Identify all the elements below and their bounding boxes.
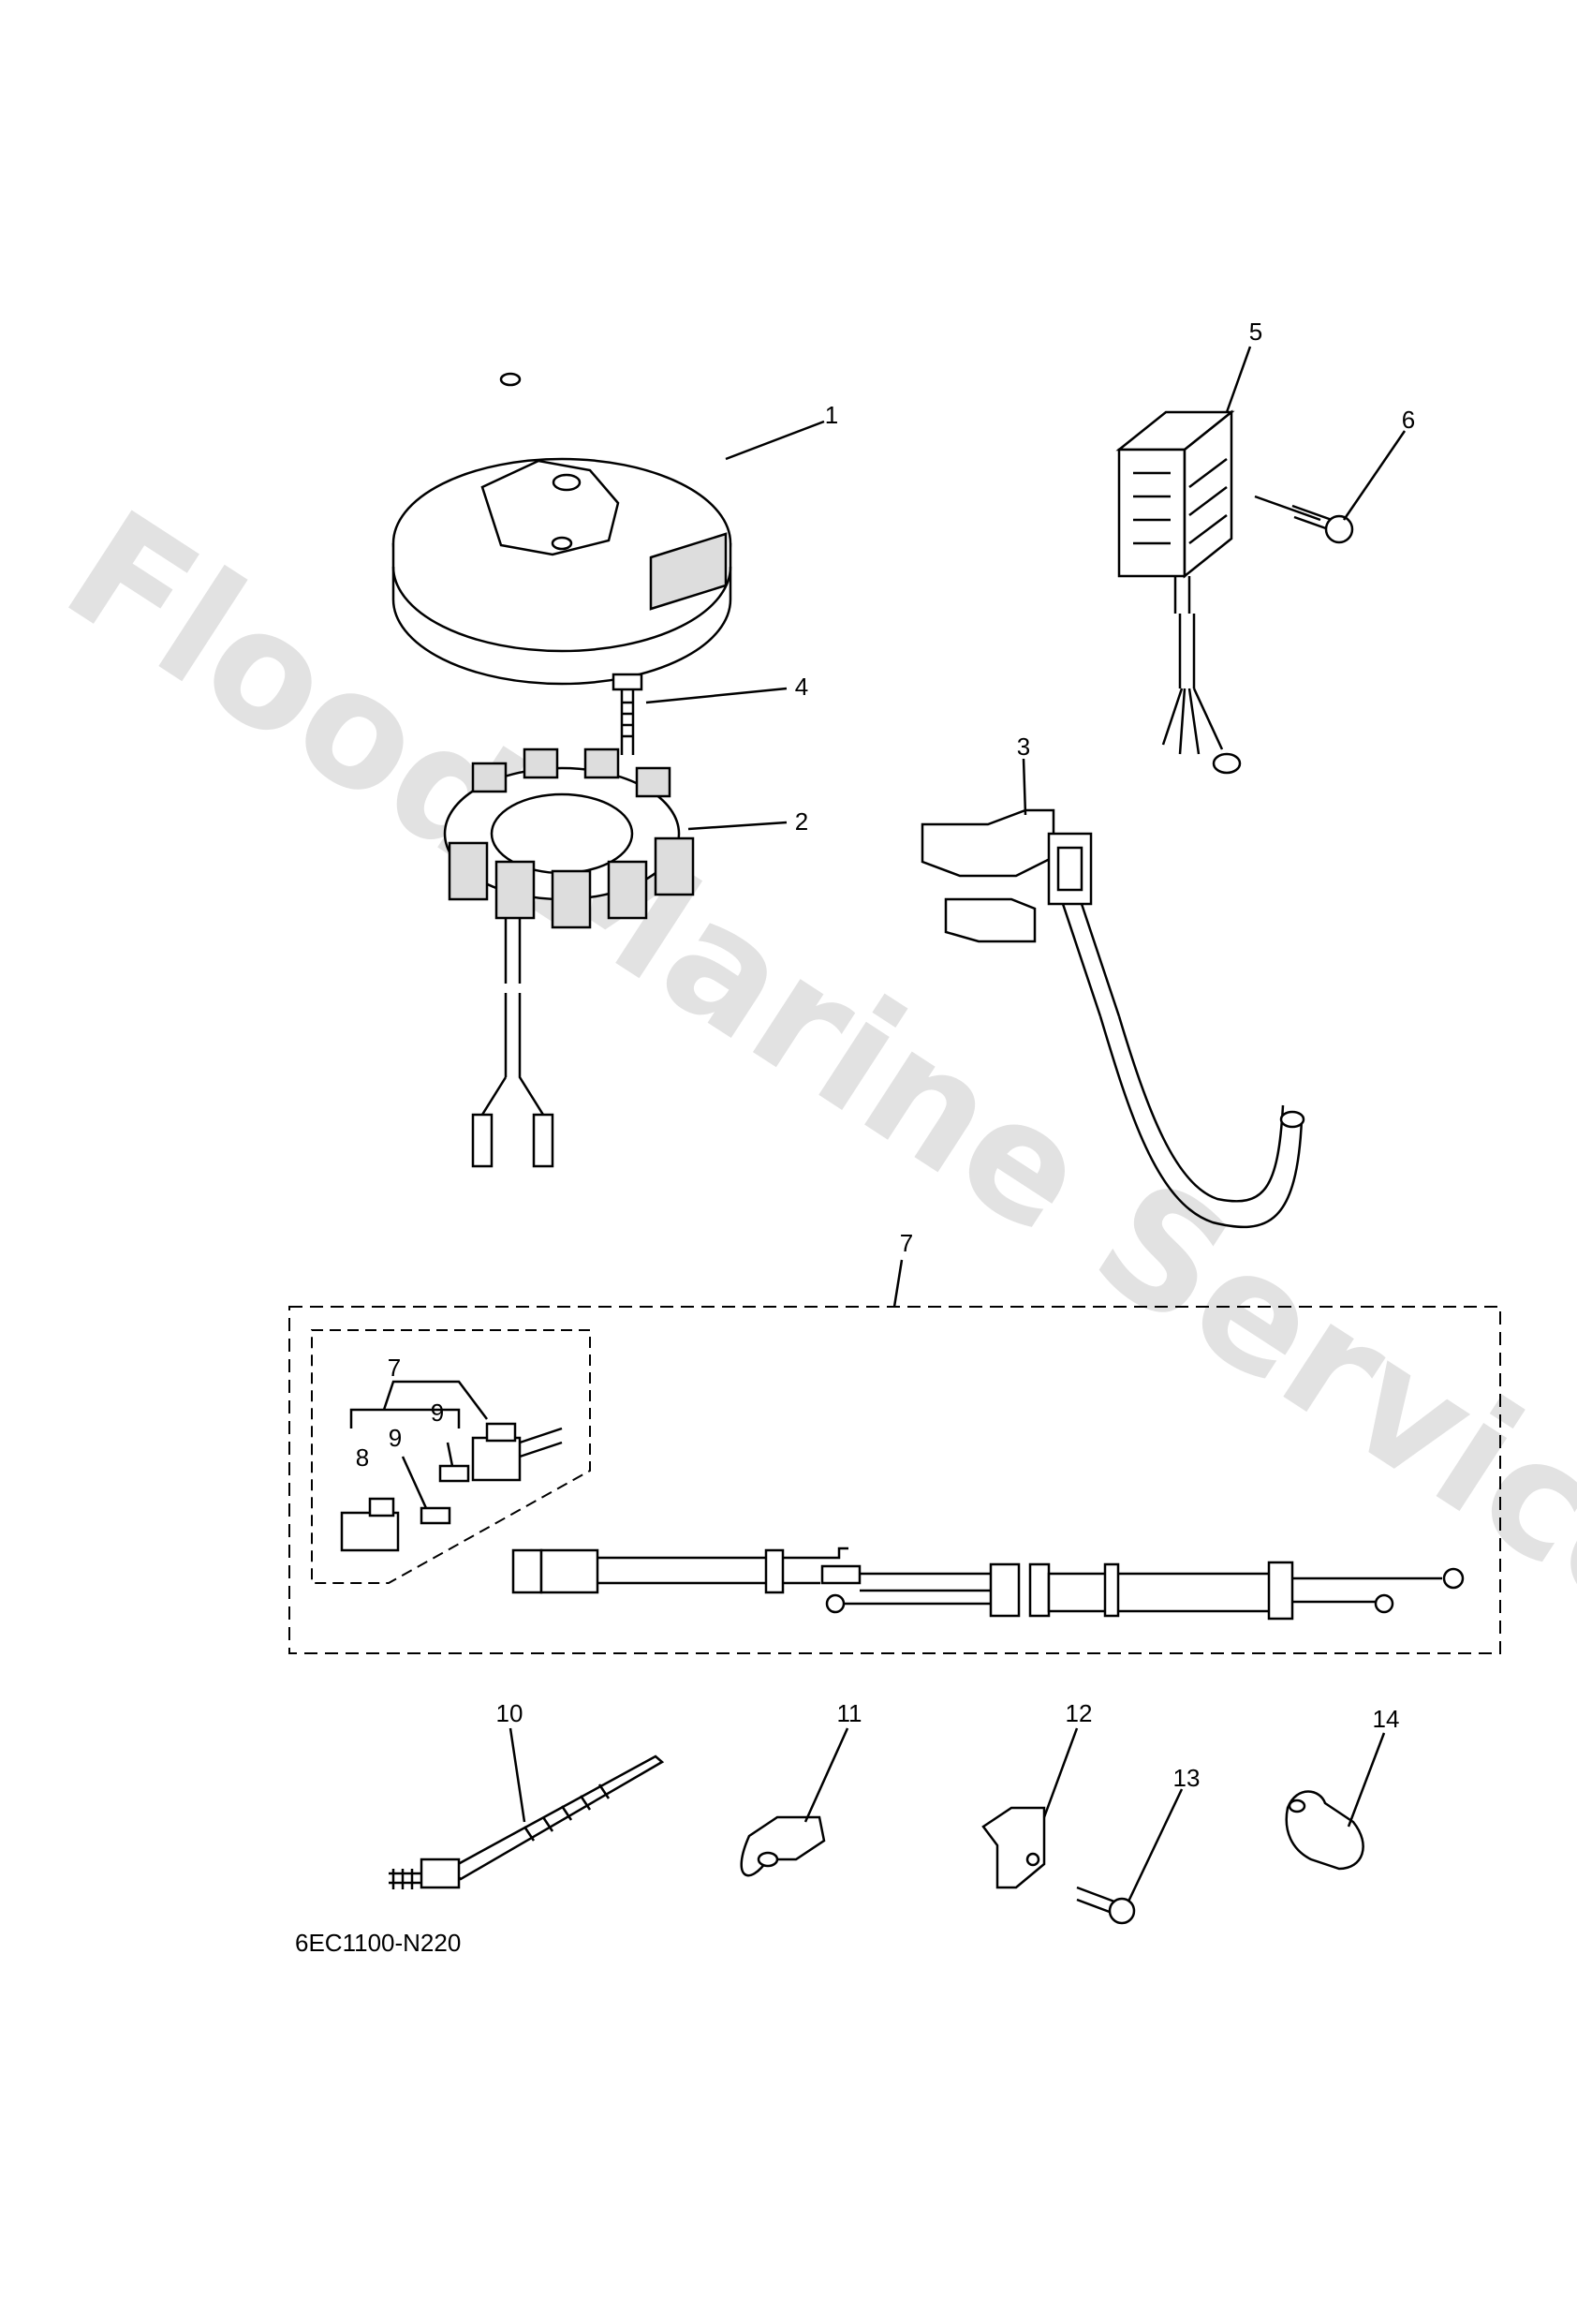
callout-11: 11 xyxy=(837,1699,862,1727)
part-3-pulser-coil[interactable] xyxy=(921,758,1305,1229)
part-14-clip[interactable] xyxy=(1285,1732,1386,1871)
callout-5: 5 xyxy=(1249,318,1262,346)
part-10-cable-tie[interactable] xyxy=(389,1727,665,1889)
part-11-clamp[interactable] xyxy=(740,1727,849,1877)
part-9-terminal[interactable] xyxy=(401,1442,470,1525)
diagram-code: 6EC1100-N220 xyxy=(295,1929,461,1957)
callout-1: 1 xyxy=(825,401,838,429)
part-13-bolt[interactable] xyxy=(1076,1788,1184,1925)
part-5-rectifier-regulator[interactable] xyxy=(1115,346,1252,775)
callout-7-inner: 7 xyxy=(388,1354,401,1382)
part-4-screw[interactable] xyxy=(612,673,788,755)
callout-14: 14 xyxy=(1373,1705,1400,1733)
part-7-wire-harness-group xyxy=(288,1306,1501,1654)
part-1-flywheel-rotor[interactable] xyxy=(391,372,825,686)
watermark: Flood Marine Services xyxy=(36,476,1577,1712)
callout-10: 10 xyxy=(496,1699,523,1727)
callout-9b: 9 xyxy=(431,1399,444,1427)
part-8-coupler[interactable] xyxy=(340,1497,400,1552)
part-2-stator[interactable] xyxy=(443,748,788,1168)
callout-7: 7 xyxy=(900,1229,913,1257)
callout-12: 12 xyxy=(1066,1699,1093,1727)
harness-connector-kit-box xyxy=(311,1329,591,1584)
callout-2: 2 xyxy=(795,807,808,836)
harness-coupler[interactable] xyxy=(471,1422,563,1482)
callout-8: 8 xyxy=(356,1443,369,1472)
callout-3: 3 xyxy=(1017,733,1030,761)
main-harness-cable[interactable] xyxy=(511,1547,1465,1621)
part-12-bracket[interactable] xyxy=(981,1727,1079,1889)
callout-9a: 9 xyxy=(389,1424,402,1452)
callout-4: 4 xyxy=(795,673,808,701)
part-6-bolt[interactable] xyxy=(1254,430,1407,544)
callout-6: 6 xyxy=(1402,406,1415,434)
callout-13: 13 xyxy=(1173,1764,1201,1792)
